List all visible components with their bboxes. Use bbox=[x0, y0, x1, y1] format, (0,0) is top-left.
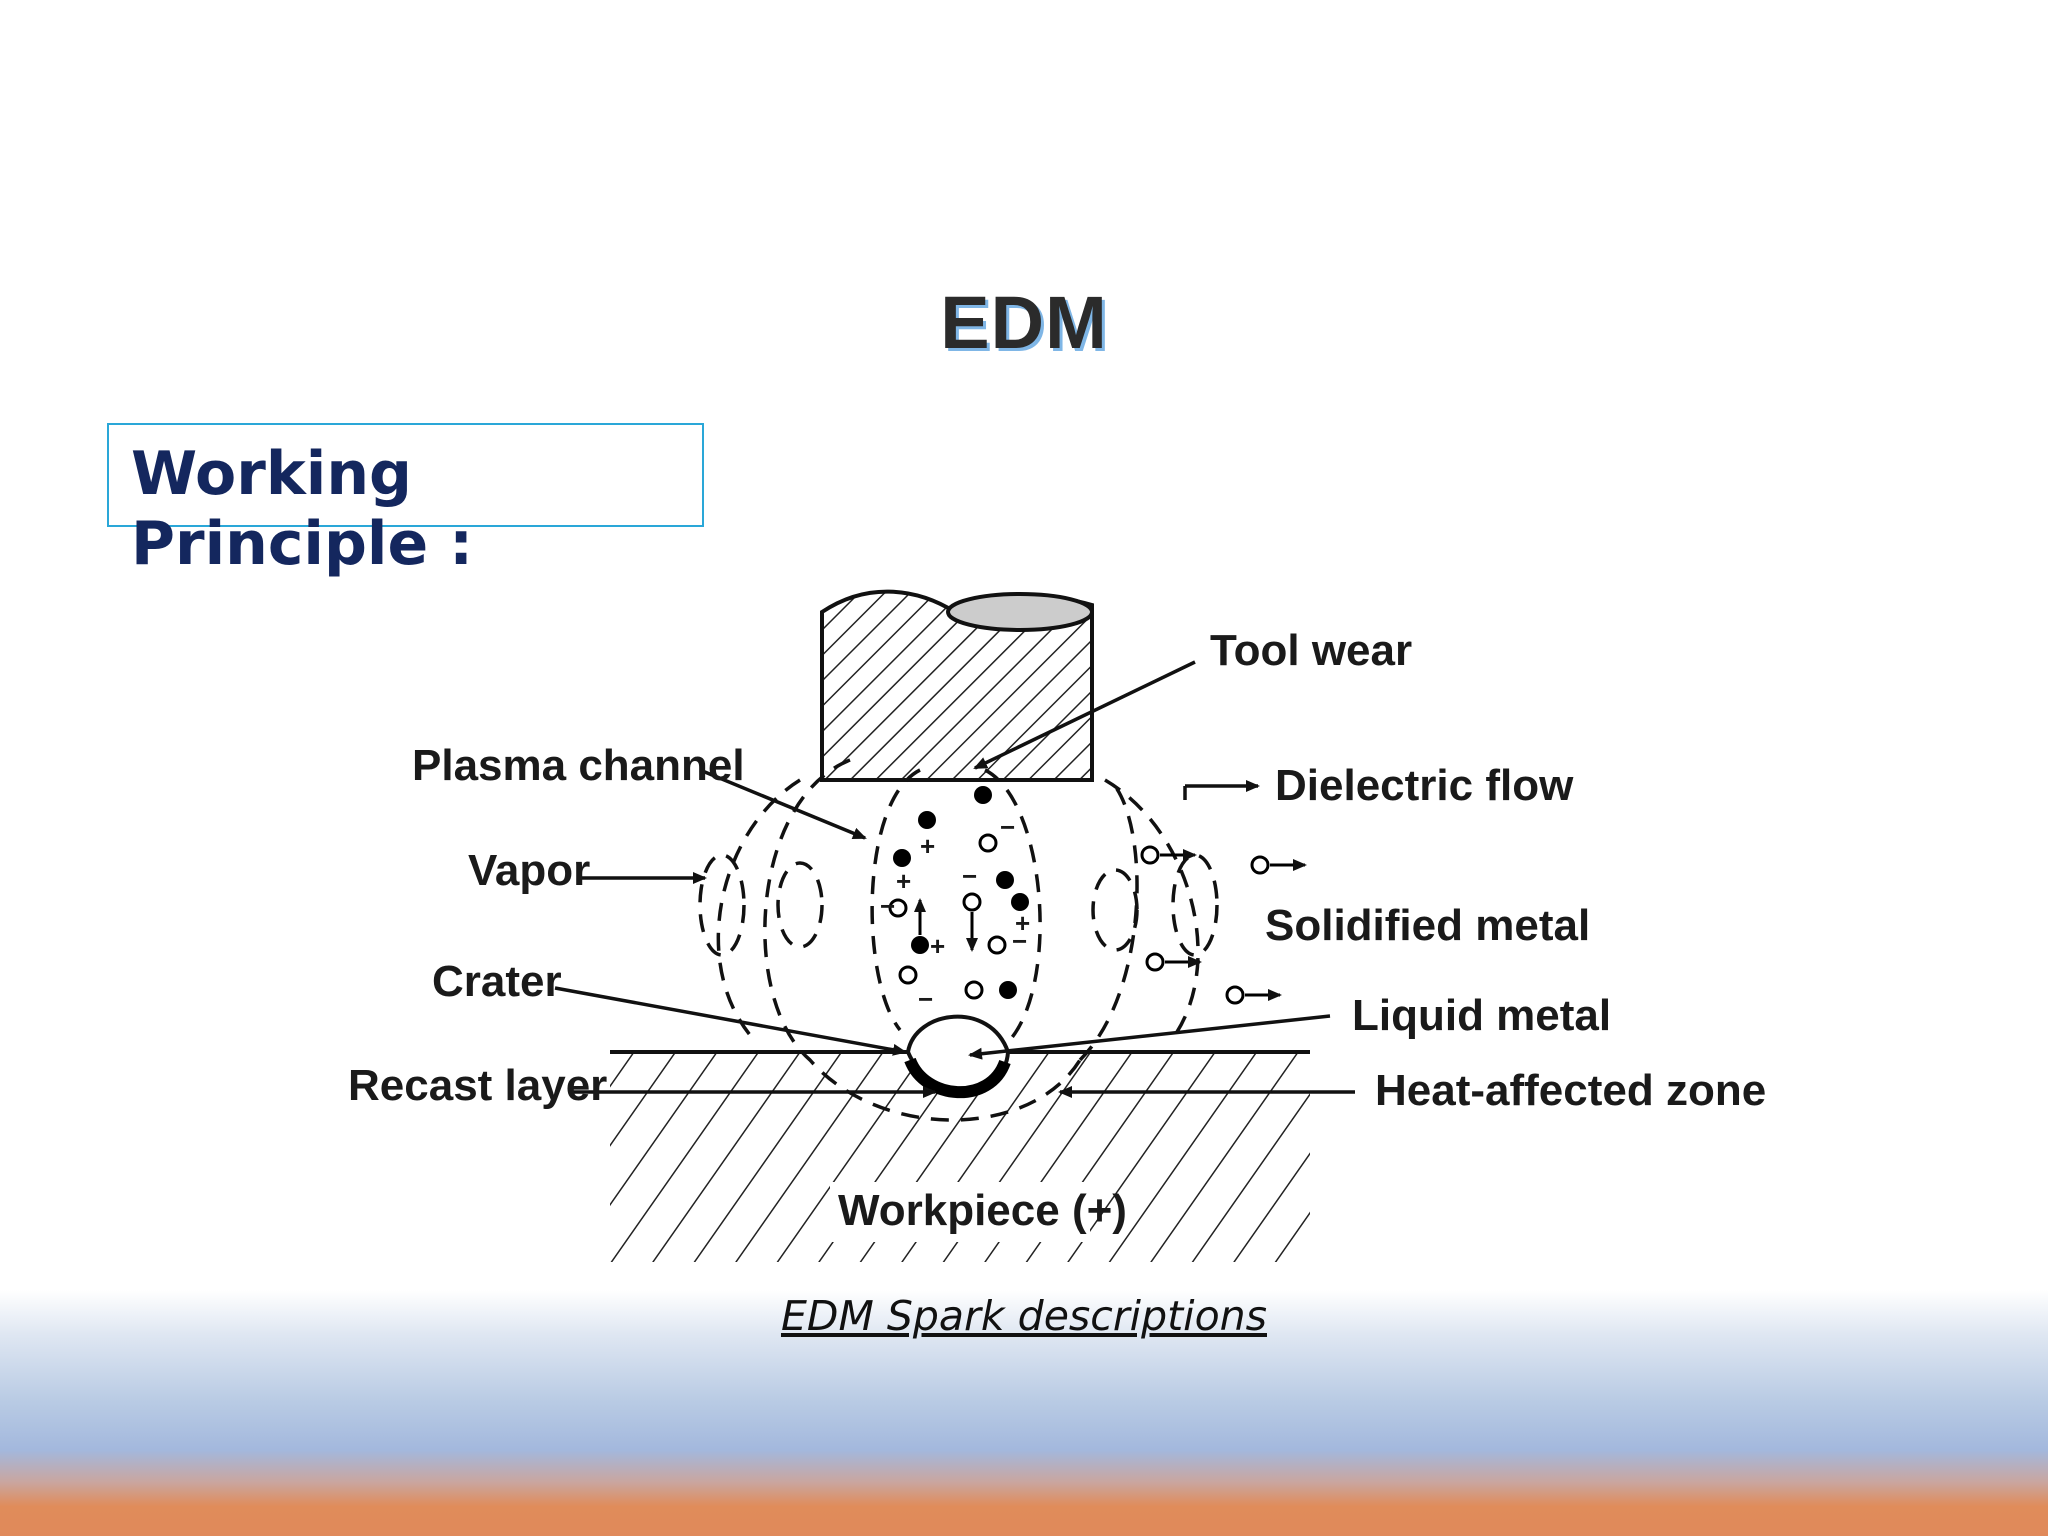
footer-gradient bbox=[0, 1290, 2048, 1536]
minus-symbol: − bbox=[1000, 812, 1015, 842]
label-plasma-channel: Plasma channel bbox=[412, 741, 745, 790]
minus-symbol: − bbox=[1012, 926, 1027, 956]
label-vapor: Vapor bbox=[468, 846, 590, 895]
plus-symbol: + bbox=[920, 831, 935, 861]
workpiece bbox=[610, 1014, 1310, 1262]
minus-symbol: − bbox=[880, 891, 895, 921]
minus-symbol: − bbox=[918, 984, 933, 1014]
label-solidified-metal: Solidified metal bbox=[1265, 901, 1590, 950]
tool-electrode bbox=[820, 589, 1094, 782]
section-heading: Working Principle : bbox=[131, 439, 474, 579]
label-tool-wear: Tool wear bbox=[1210, 626, 1412, 675]
label-heat-affected-zone: Heat-affected zone bbox=[1375, 1066, 1766, 1115]
charge-symbols: + + + + − − − − − bbox=[880, 812, 1030, 1014]
figure-caption: EDM Spark descriptions bbox=[780, 1292, 1267, 1340]
label-workpiece: Workpiece (+) bbox=[838, 1186, 1127, 1235]
plus-symbol: + bbox=[896, 866, 911, 896]
charged-particles bbox=[888, 786, 1307, 1005]
leader-arrows bbox=[554, 660, 1355, 1098]
label-dielectric-flow: Dielectric flow bbox=[1275, 761, 1574, 810]
label-recast-layer: Recast layer bbox=[348, 1061, 607, 1110]
plus-symbol: + bbox=[930, 931, 945, 961]
plus-symbol: + bbox=[1015, 908, 1030, 938]
minus-symbol: − bbox=[962, 861, 977, 891]
label-liquid-metal: Liquid metal bbox=[1352, 991, 1611, 1040]
vapor-bubbles bbox=[698, 758, 1219, 1122]
slide-title: EDM bbox=[940, 281, 1108, 364]
section-heading-box: Working Principle : bbox=[107, 423, 704, 579]
label-crater: Crater bbox=[432, 957, 562, 1006]
